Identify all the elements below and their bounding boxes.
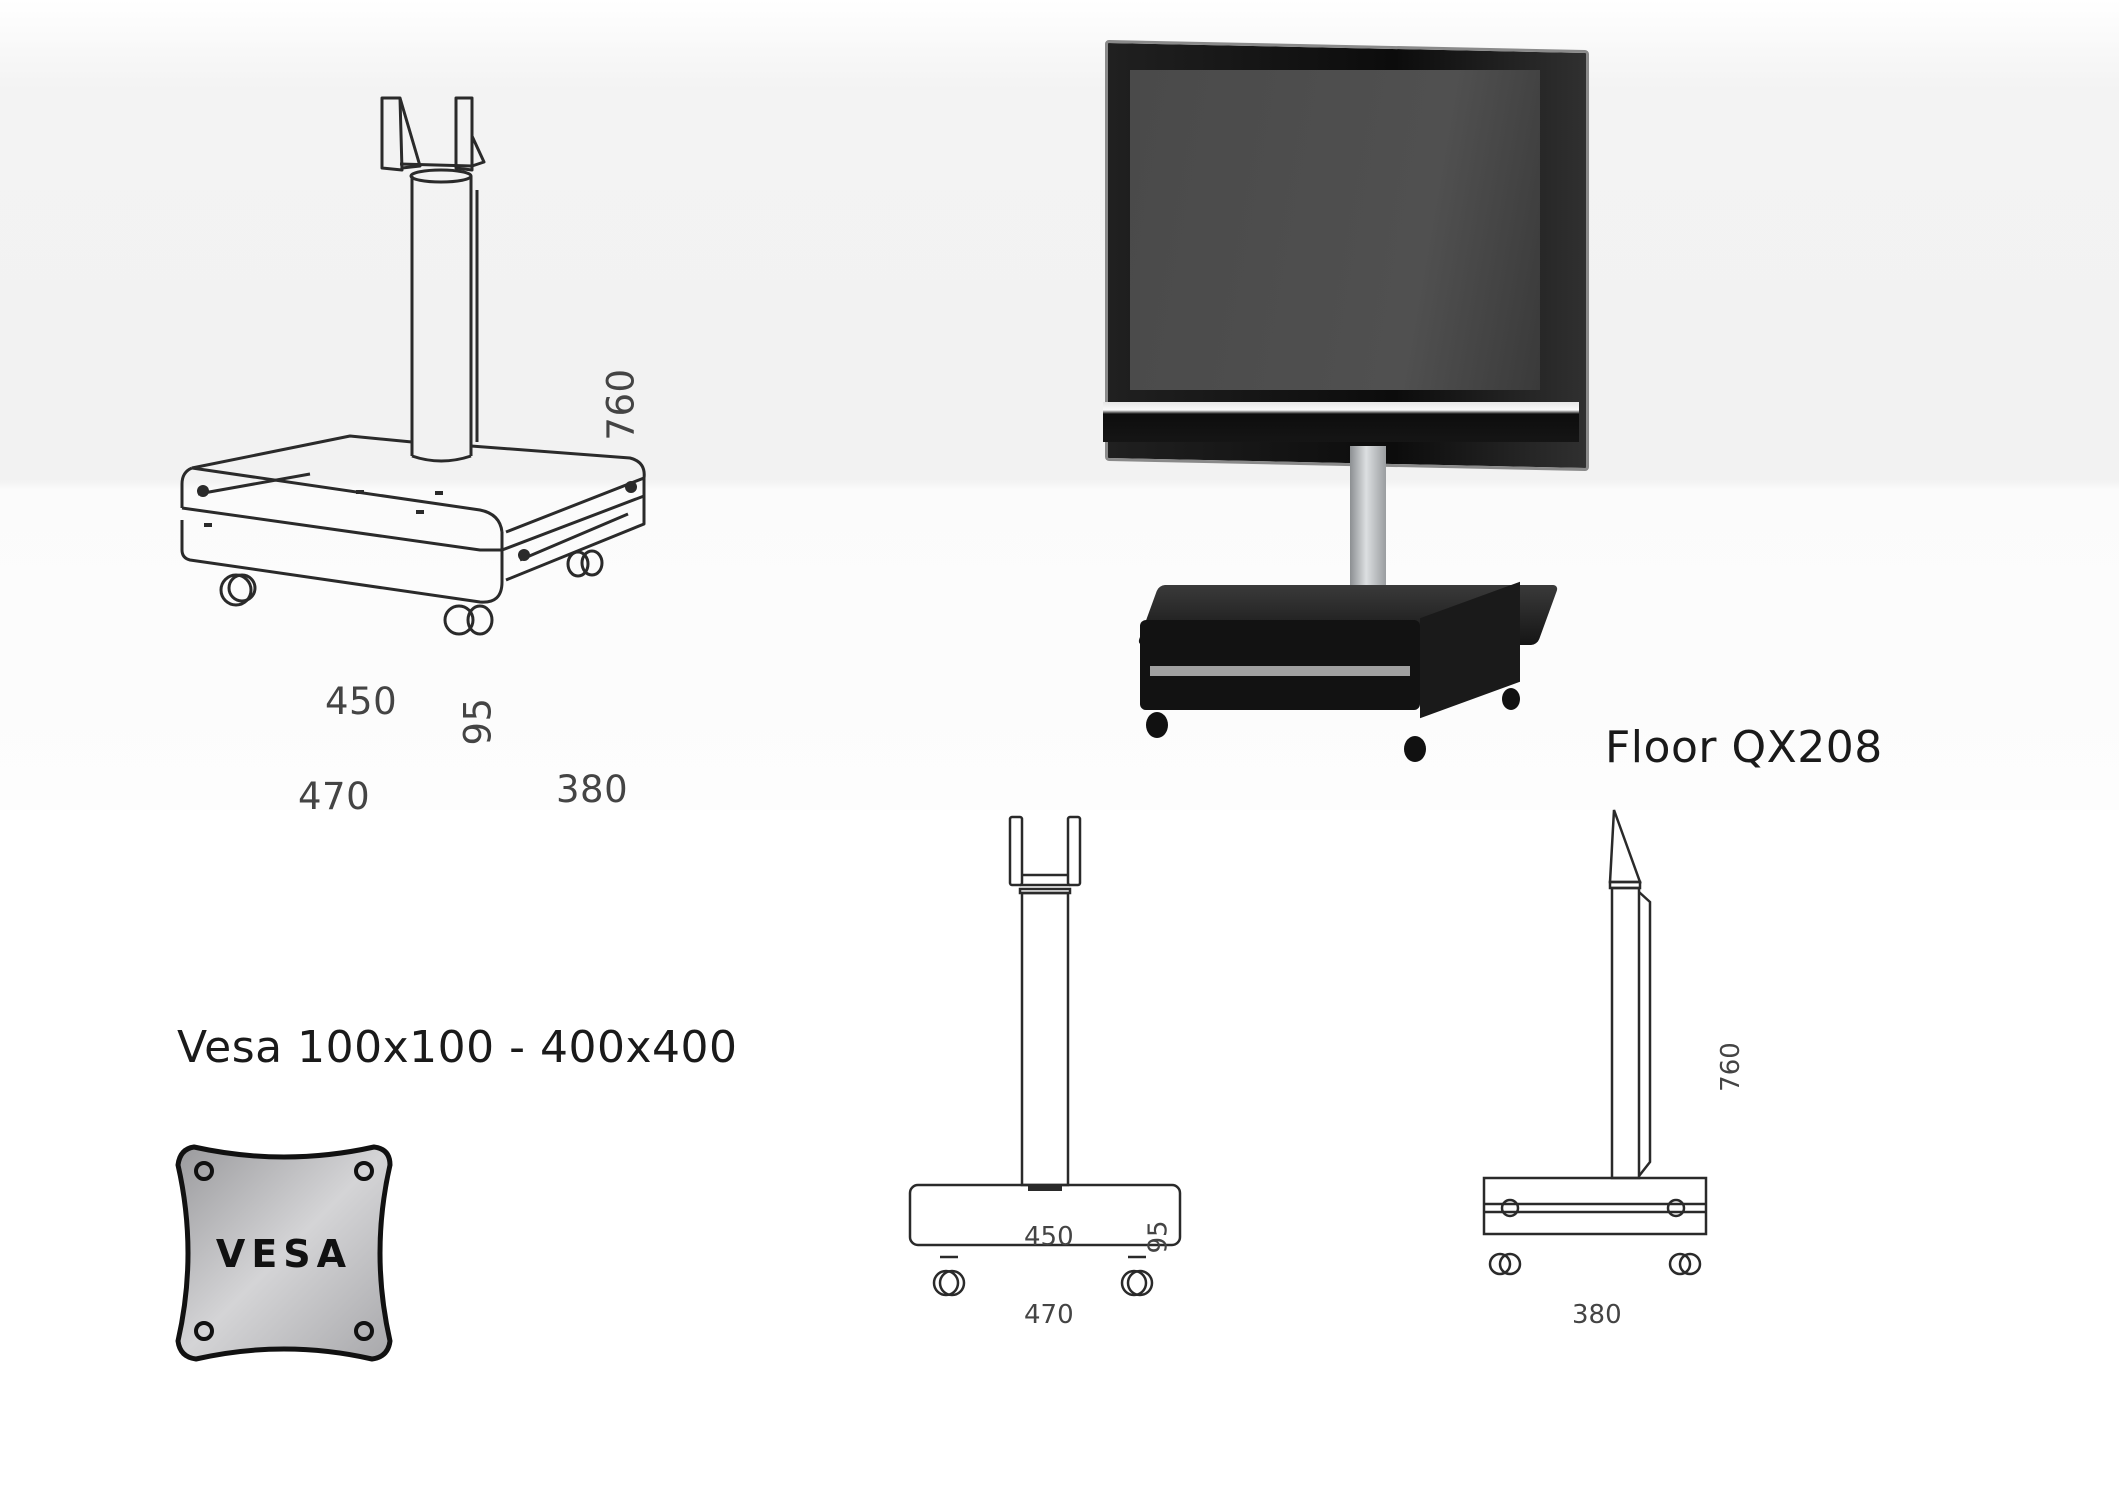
tv-screen	[1130, 70, 1540, 390]
product-name: Floor QX208	[1605, 722, 1883, 773]
front-inner-width-dimension: 450	[1024, 1222, 1074, 1252]
depth-dimension: 380	[556, 768, 629, 811]
front-base-height-dimension: 95	[1143, 1220, 1174, 1254]
caster	[1502, 688, 1520, 710]
base-shelf-rail	[1150, 666, 1410, 676]
width-dimension: 470	[298, 775, 371, 818]
inner-width-dimension: 450	[325, 680, 398, 723]
vesa-compat-label: Vesa 100x100 - 400x400	[177, 1022, 738, 1073]
background-band	[0, 0, 2119, 810]
front-width-dimension: 470	[1024, 1300, 1074, 1330]
side-depth-dimension: 380	[1572, 1300, 1622, 1330]
tv-bottom-bar	[1103, 402, 1579, 442]
side-view-drawing	[1482, 809, 1708, 1276]
front-view-drawing	[908, 815, 1182, 1297]
vesa-logo-text: VESA	[216, 1232, 352, 1276]
product-photo	[1100, 39, 1589, 770]
base-height-dimension: 95	[456, 697, 500, 746]
side-height-dimension: 760	[1715, 1042, 1746, 1092]
caster	[1146, 712, 1168, 738]
base-front	[1140, 620, 1420, 710]
vesa-logo-icon: VESA	[175, 1144, 393, 1362]
isometric-stand-drawing	[180, 96, 646, 636]
caster	[1404, 736, 1426, 762]
height-dimension: 760	[599, 368, 643, 441]
